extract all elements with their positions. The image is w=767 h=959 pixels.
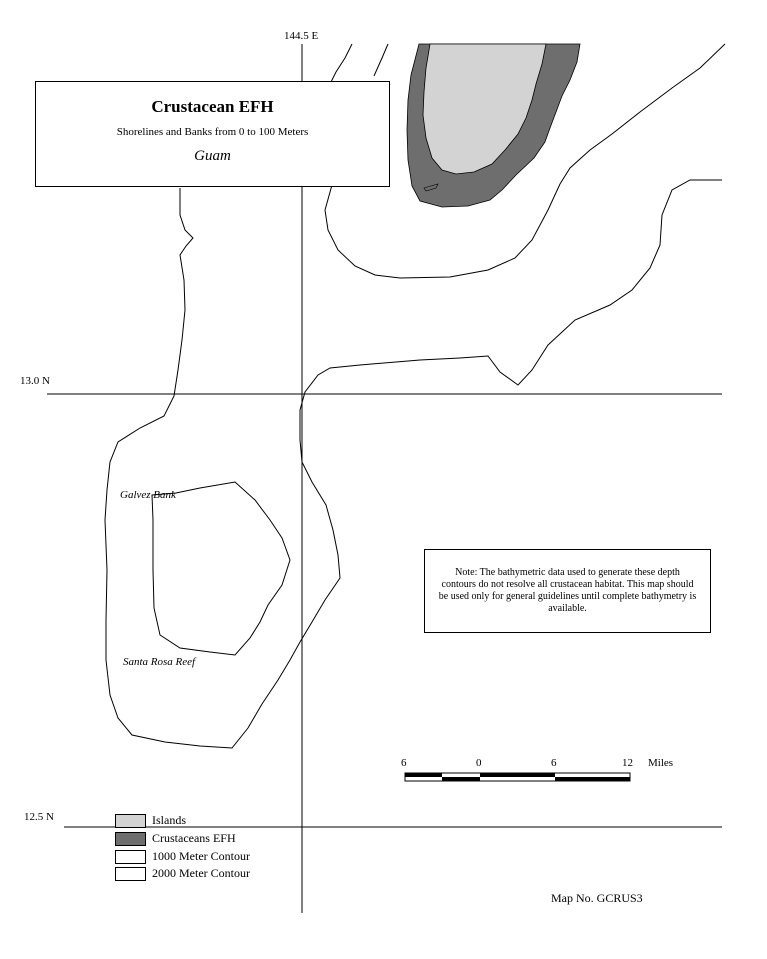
contour-line-nw-2 [373,43,389,77]
legend-label: Islands [152,813,186,827]
scale-tick-label: 6 [401,757,407,769]
islet-marker [423,183,439,192]
legend-swatch [115,814,146,828]
scale-tick-label: 0 [476,757,482,769]
scale-tick-label: 6 [551,757,557,769]
guam-1000m-contour-east [324,43,726,279]
outer-2000m-contour [104,179,722,749]
note-box: Note: The bathymetric data used to gener… [424,549,711,633]
santa-rosa-reef-label: Santa Rosa Reef [123,656,196,668]
guam-island [422,43,547,175]
latitude-label-12-5: 12.5 N [24,811,54,823]
scale-unit: Miles [648,757,674,769]
legend-label: 2000 Meter Contour [152,866,250,880]
title-box: Crustacean EFH Shorelines and Banks from… [35,81,390,187]
legend-label: Crustaceans EFH [152,831,236,845]
map-subtitle: Shorelines and Banks from 0 to 100 Meter… [116,126,309,138]
latitude-label-13: 13.0 N [20,375,50,387]
longitude-label: 144.5 E [284,30,319,42]
scale-tick-label: 12 [622,757,633,769]
contour-line-nw-1 [329,43,353,85]
legend-swatch [115,867,146,881]
legend-label: 1000 Meter Contour [152,849,250,863]
map-region: Guam [194,148,231,164]
galvez-bank-label: Galvez Bank [120,489,176,501]
legend-swatch [115,832,146,846]
scale-bar [404,772,631,782]
legend-swatch [115,850,146,864]
map-title: Crustacean EFH [151,97,274,116]
note-text: Note: The bathymetric data used to gener… [438,567,697,614]
galvez-bank-contour [151,481,291,656]
map-number: Map No. GCRUS3 [551,891,643,905]
